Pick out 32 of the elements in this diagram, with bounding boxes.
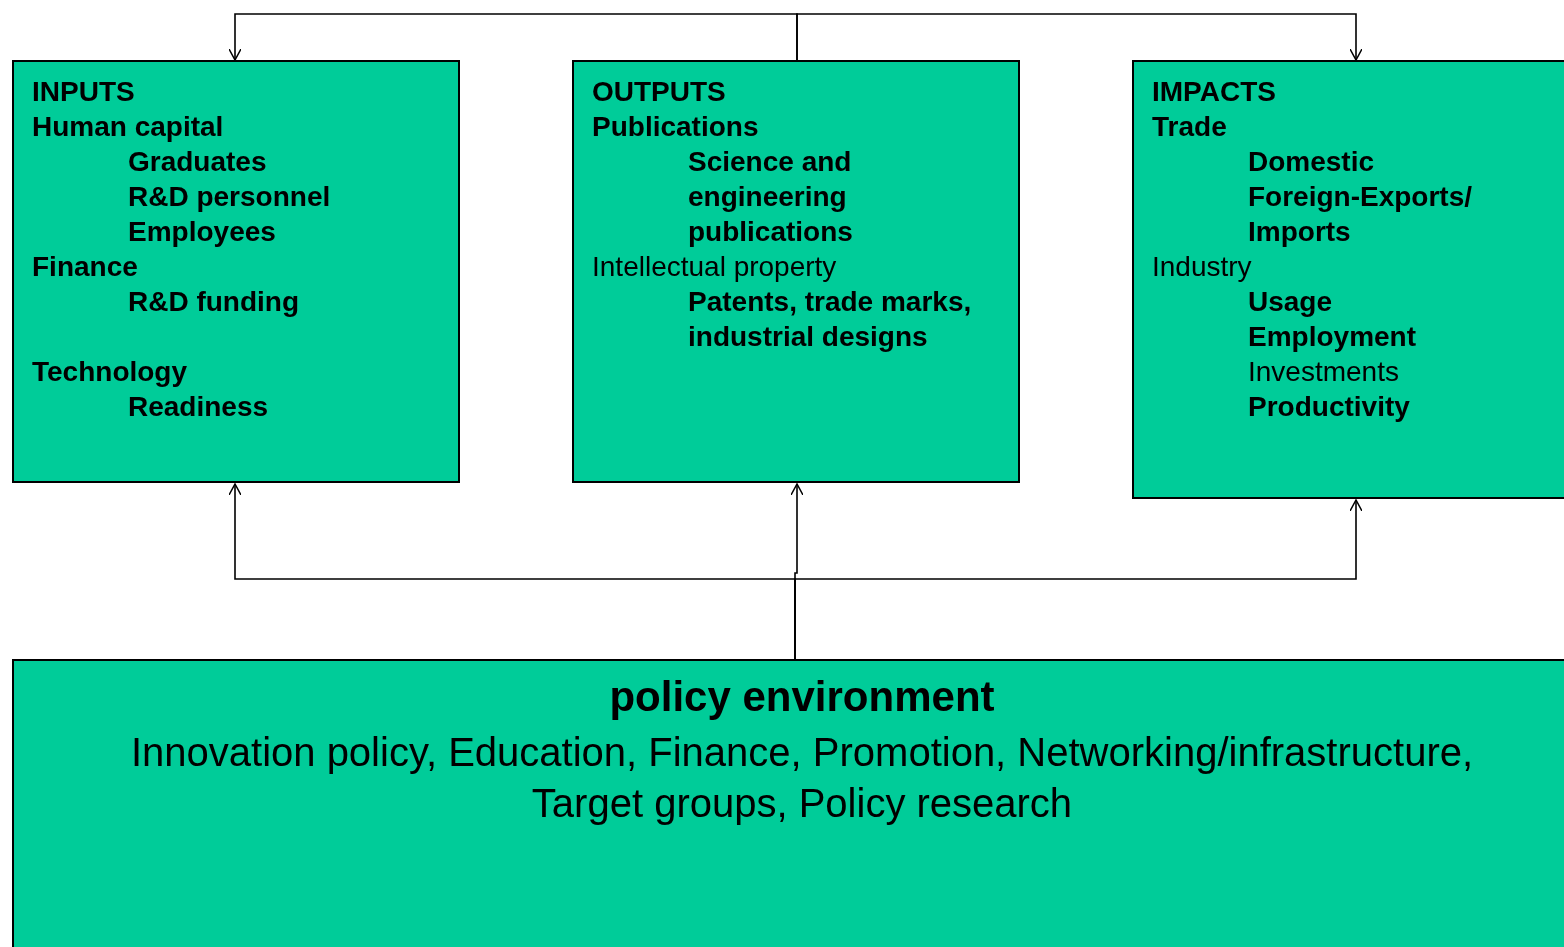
item-text: Patents, trade marks, industrial designs [688,285,973,354]
item-text: Industry [1152,250,1253,284]
item-text: Human capital [32,110,225,144]
item-text: Domestic [1248,145,1376,179]
item-text: Employees [128,215,277,249]
item-text: Employment [1248,320,1418,354]
item-text: Investments [1248,355,1400,389]
item-text: Publications [592,110,760,144]
item-text: Finance [32,250,139,284]
box-heading: policy environment [608,675,996,719]
process-box [12,659,1564,947]
item-text: Graduates [128,145,268,179]
connector-arrow [794,499,1363,660]
item-text: Productivity [1248,390,1411,424]
item-text: Intellectual property [592,250,838,284]
box-heading: IMPACTS [1152,75,1277,109]
box-heading: OUTPUTS [592,75,727,109]
item-text: R&D funding [128,285,301,319]
connector-arrow [796,13,1363,61]
item-text: Technology [32,355,189,389]
process-box [572,60,1020,483]
process-box [12,60,460,483]
item-text: Usage [1248,285,1334,319]
item-text: R&D personnel [128,180,332,214]
process-box [1132,60,1564,499]
box-heading: INPUTS [32,75,136,109]
item-text: Innovation policy, Education, Finance, Promotion, Networking/infrastructure, Target groups, Policy research [129,729,1475,827]
item-text: Readiness [128,390,270,424]
item-text: Foreign-Exports/ Imports [1248,180,1473,249]
connector-arrow [228,13,798,61]
item-text: Science and engineering publications [688,145,854,249]
item-text: Trade [1152,110,1228,144]
